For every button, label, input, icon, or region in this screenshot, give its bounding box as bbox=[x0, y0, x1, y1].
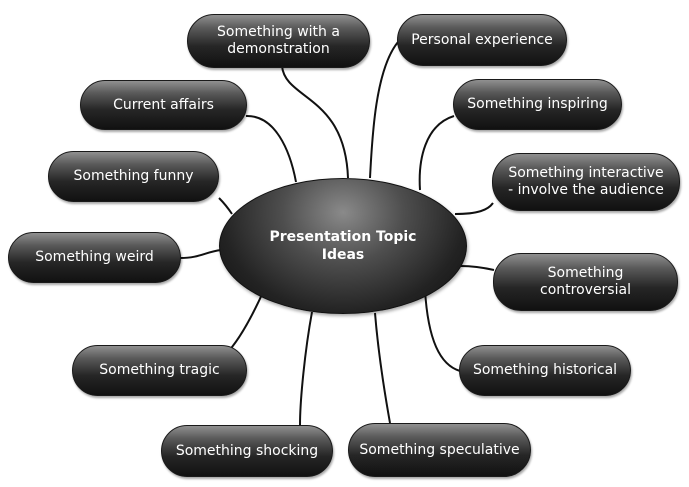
topic-node-inspiring[interactable]: Something inspiring bbox=[453, 79, 622, 130]
topic-node-controversial[interactable]: Something controversial bbox=[493, 253, 678, 311]
connector-interactive bbox=[454, 202, 494, 215]
connector-controversial bbox=[460, 265, 495, 271]
connector-demonstration bbox=[281, 65, 349, 179]
topic-node-historical[interactable]: Something historical bbox=[459, 345, 631, 396]
topic-node-speculative[interactable]: Something speculative bbox=[348, 423, 531, 477]
topic-label-inspiring: Something inspiring bbox=[467, 96, 608, 112]
topic-node-interactive[interactable]: Something interactive - involve the audi… bbox=[492, 153, 680, 211]
topic-label-speculative: Something speculative bbox=[359, 441, 520, 458]
connector-historical bbox=[424, 289, 461, 372]
connector-inspiring bbox=[418, 115, 455, 191]
topic-node-weird[interactable]: Something weird bbox=[8, 232, 181, 283]
topic-node-personal-experience[interactable]: Personal experience bbox=[397, 14, 567, 66]
topic-label-controversial: Something controversial bbox=[540, 265, 631, 298]
central-topic-node[interactable]: Presentation Topic Ideas bbox=[219, 178, 467, 314]
topic-label-historical: Something historical bbox=[472, 362, 618, 378]
connector-tragic bbox=[224, 289, 265, 356]
topic-label-interactive: Something interactive - involve the audi… bbox=[508, 165, 664, 198]
topic-label-demonstration: Something with a demonstration bbox=[217, 24, 340, 57]
topic-node-shocking[interactable]: Something shocking bbox=[161, 425, 333, 477]
topic-label-funny: Something funny bbox=[73, 168, 194, 184]
connector-personal-experience bbox=[369, 41, 399, 179]
topic-node-current-affairs[interactable]: Current affairs bbox=[80, 80, 247, 130]
topic-label-current-affairs: Current affairs bbox=[113, 96, 214, 113]
connector-current-affairs bbox=[245, 114, 297, 183]
connector-shocking bbox=[299, 311, 313, 426]
topic-node-demonstration[interactable]: Something with a demonstration bbox=[187, 14, 370, 68]
connector-weird bbox=[179, 249, 222, 259]
topic-label-shocking: Something shocking bbox=[175, 442, 319, 459]
connector-speculative bbox=[374, 312, 391, 424]
topic-node-tragic[interactable]: Something tragic bbox=[72, 345, 247, 396]
topic-label-weird: Something weird bbox=[35, 249, 154, 265]
connector-funny bbox=[218, 197, 233, 215]
topic-label-tragic: Something tragic bbox=[99, 362, 220, 378]
topic-label-personal-experience: Personal experience bbox=[411, 31, 553, 48]
topic-node-funny[interactable]: Something funny bbox=[48, 151, 219, 202]
central-topic-label: Presentation Topic Ideas bbox=[269, 229, 417, 263]
